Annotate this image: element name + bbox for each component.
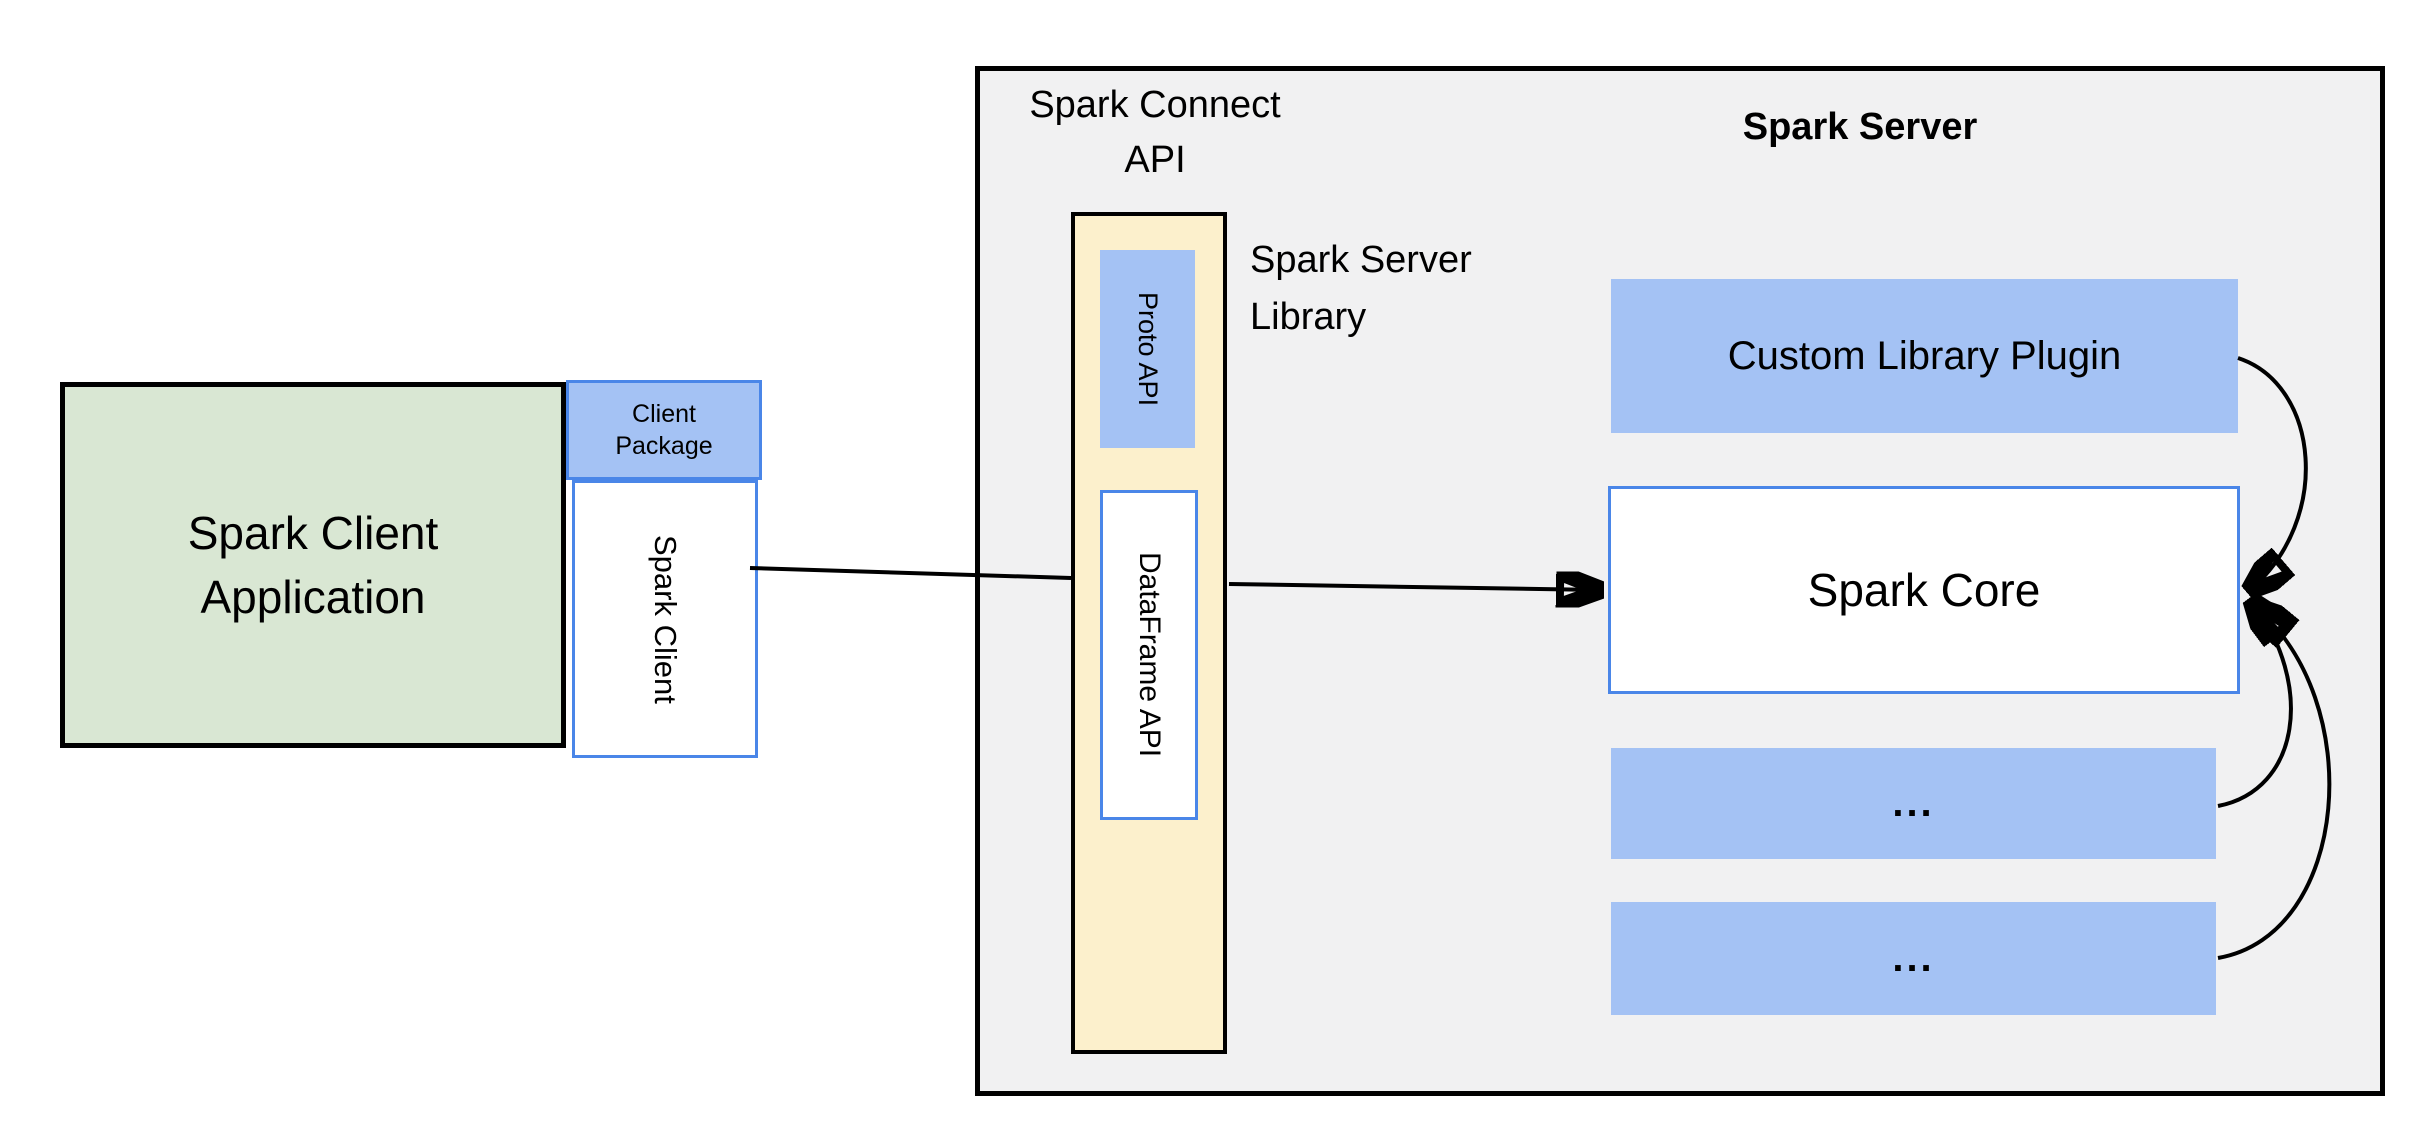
spark-client-label: Spark Client	[648, 534, 683, 704]
dataframe-api-box: DataFrame API	[1100, 490, 1198, 820]
ellipsis-box-1: ...	[1611, 748, 2216, 859]
ellipsis-box-2: ...	[1611, 902, 2216, 1015]
custom-library-plugin-box: Custom Library Plugin	[1611, 279, 2238, 433]
spark-server-title: Spark Server	[1742, 106, 1978, 148]
spark-core-box: Spark Core	[1608, 486, 2240, 694]
client-package-box: Client Package	[566, 380, 762, 480]
proto-api-box: Proto API	[1100, 250, 1195, 448]
spark-connect-api-label: Spark Connect API	[1029, 84, 1281, 182]
proto-api-label: Proto API	[1133, 291, 1163, 407]
spark-server-library-label: Spark Server Library	[1250, 239, 1472, 338]
spark-client-box: Spark Client	[572, 480, 758, 758]
spark-client-application-box: Spark Client Application	[60, 382, 566, 748]
dataframe-api-label: DataFrame API	[1133, 552, 1166, 758]
